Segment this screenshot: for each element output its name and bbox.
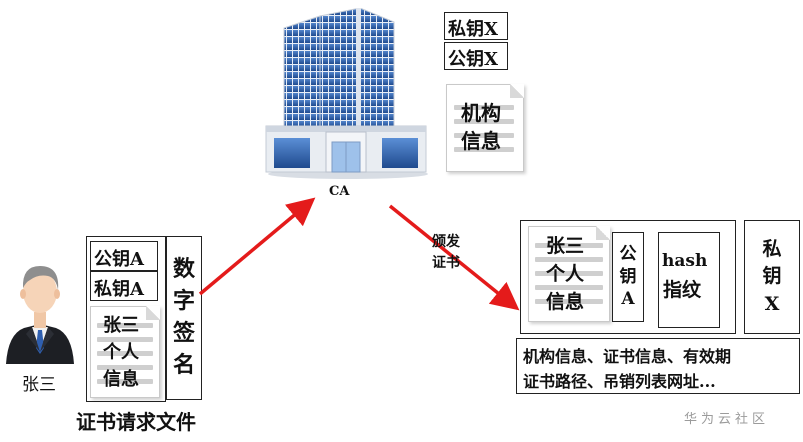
signature-char: 字 [172,288,195,315]
certificate-public-key-text: 公 钥 A [613,235,643,319]
certificate-details-box: 机构信息、证书信息、有效期 证书路径、吊销列表网址... [516,338,800,394]
cert-pubkey-char: 钥 [619,266,637,287]
certificate-info-line3: 信息 [546,291,585,313]
issue-label-line1: 颁发 [432,234,460,250]
request-public-key-label: 公钥A [94,249,144,270]
doc-stripe [535,257,603,262]
doc-stripe [97,379,153,384]
request-private-key-label: 私钥A [94,279,144,300]
doc-stripe [97,351,153,356]
certificate-hash-line2: 指纹 [663,279,702,301]
watermark-text: 华为云社区 [684,412,770,427]
request-info-line2: 个人 [103,342,139,363]
certificate-info-line2: 个人 [546,263,585,285]
certificate-public-key-box: 公 钥 A [612,232,644,322]
ca-private-key-label: 私钥X [448,19,498,40]
ca-issue-arrow [388,204,520,311]
doc-stripe [454,147,514,152]
ca-label: CA [329,184,350,199]
signature-char: 签 [172,320,195,346]
doc-stripe [97,337,153,342]
request-to-ca-arrow [198,197,316,296]
doc-stripe [535,285,603,290]
doc-fold [510,84,524,98]
signature-char: 名 [172,351,195,378]
cert-privkey-char: X [764,292,780,315]
user-name: 张三 [22,375,56,395]
request-private-key-box: 私钥A [90,271,158,301]
cert-pubkey-char: 公 [619,243,637,264]
certificate-info-document: 张三 个人 信息 [528,226,610,322]
request-signature-text: 数 字 签 名 [167,241,201,395]
certificate-info-line1: 张三 [546,235,585,257]
certificate-hash-box: hash 指纹 [658,232,720,328]
certificate-private-key-box: 私 钥 X [744,220,800,334]
ca-private-key-box: 私钥X [444,12,508,40]
doc-stripe [535,271,603,276]
request-info-line1: 张三 [103,315,139,336]
doc-stripe [97,323,153,328]
doc-fold [596,226,610,240]
ca-info-line2: 信息 [461,129,501,153]
certificate-details-line1: 机构信息、证书信息、有效期 [523,347,732,366]
doc-stripe [454,105,514,110]
doc-stripe [97,365,153,370]
request-signature-box: 数 字 签 名 [166,236,202,400]
request-info-line3: 信息 [103,369,139,390]
doc-fold [146,306,160,320]
ca-public-key-box: 公钥X [444,42,508,70]
doc-stripe [454,133,514,138]
cert-privkey-char: 钥 [762,265,782,288]
cert-privkey-char: 私 [762,237,782,260]
request-info-document: 张三 个人 信息 [90,306,160,398]
ca-building-icon [265,8,428,179]
doc-stripe [454,119,514,124]
ca-public-key-label: 公钥X [448,49,498,70]
doc-stripe [535,299,603,304]
ca-info-line1: 机构 [461,101,501,125]
user-avatar-icon [6,266,74,364]
signature-char: 数 [172,256,195,283]
request-public-key-box: 公钥A [90,241,158,271]
certificate-private-key-text: 私 钥 X [745,225,799,329]
certificate-hash-line1: hash [662,251,708,271]
cert-pubkey-char: A [621,289,635,310]
ca-info-document: 机构 信息 [446,84,524,172]
doc-stripe [535,243,603,248]
issue-label-line2: 证书 [432,255,460,271]
certificate-details-line2: 证书路径、吊销列表网址... [523,372,716,391]
request-caption: 证书请求文件 [76,410,196,434]
